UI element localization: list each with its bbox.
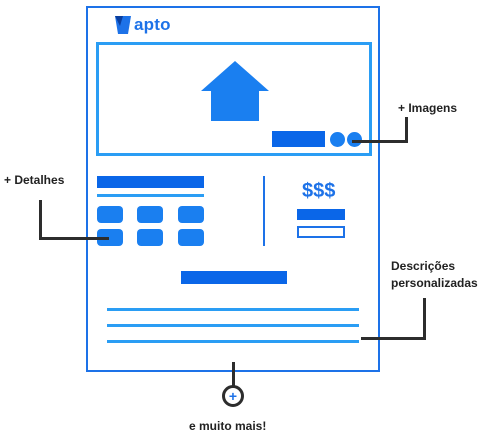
description-line — [107, 324, 359, 327]
feature-tile — [178, 229, 204, 246]
callout-descriptions-line2: personalizadas — [391, 276, 478, 290]
feature-tile — [97, 206, 123, 223]
apto-logo-icon — [115, 16, 131, 34]
feature-tile — [137, 229, 163, 246]
leader-line — [361, 337, 426, 340]
leader-line — [39, 200, 42, 240]
callout-images: + Imagens — [398, 101, 458, 115]
price-symbol: $$$ — [302, 180, 336, 202]
brand-name: apto — [134, 15, 171, 34]
description-heading-bar — [181, 271, 287, 284]
column-divider — [263, 176, 265, 246]
gallery-caption-bar — [272, 131, 325, 147]
gallery-dot — [330, 132, 345, 147]
feature-tile — [97, 229, 123, 246]
description-line — [107, 308, 359, 311]
details-subtitle-line — [97, 194, 204, 197]
leader-line — [232, 362, 235, 386]
callout-details: + Detalhes — [4, 173, 65, 187]
feature-tile — [178, 206, 204, 223]
house-icon — [201, 61, 269, 121]
plus-icon: + — [228, 388, 238, 404]
leader-line — [39, 237, 109, 240]
details-title-bar — [97, 176, 204, 188]
image-gallery-placeholder — [96, 42, 372, 156]
leader-line — [405, 117, 408, 143]
description-line — [107, 340, 359, 343]
contact-button-placeholder — [297, 226, 345, 238]
feature-tile — [137, 206, 163, 223]
gallery-dot — [347, 132, 362, 147]
price-bar — [297, 209, 345, 220]
callout-more: e muito mais! — [189, 419, 267, 433]
leader-line — [423, 298, 426, 340]
leader-line — [352, 140, 408, 143]
more-circle — [222, 385, 244, 407]
callout-descriptions-line1: Descrições — [391, 259, 456, 273]
